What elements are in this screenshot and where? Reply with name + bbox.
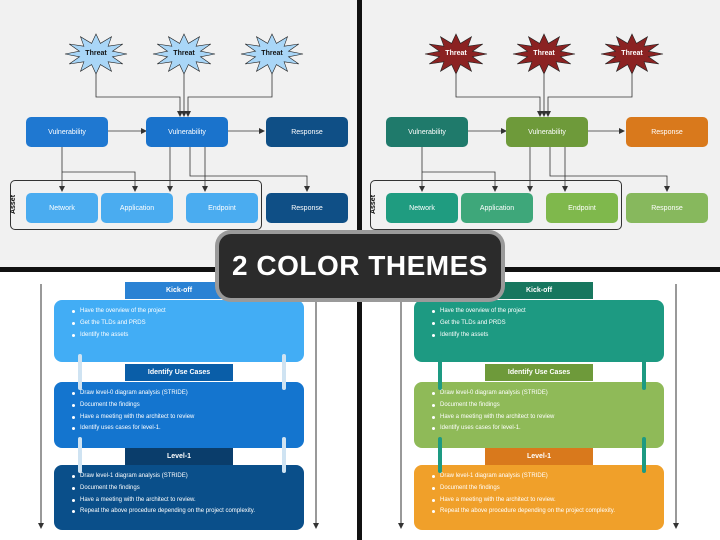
stage-item: Document the findings <box>72 402 296 410</box>
stage-item: Identify uses cases for level-1. <box>72 425 296 433</box>
threat-label: Threat <box>621 50 643 57</box>
process-blue-canvas <box>38 284 319 529</box>
stage-title-tab: Level-1 <box>125 448 233 465</box>
asset-node-2: Application <box>461 193 533 223</box>
connector-pin <box>438 437 442 473</box>
response-outside-node: Response <box>626 193 708 223</box>
connector-pin <box>78 354 82 390</box>
threat-label: Threat <box>445 50 467 57</box>
process-green-canvas <box>398 284 679 529</box>
threat-label: Threat <box>173 50 195 57</box>
connector-pin <box>282 437 286 473</box>
asset-node-1: Network <box>26 193 98 223</box>
stage-item: Have the overview of the project <box>72 308 296 316</box>
connector-pin <box>282 354 286 390</box>
stage-item: Identify the assets <box>72 332 296 340</box>
stage-title-tab: Identify Use Cases <box>485 364 593 381</box>
stage-card-3: Draw level-1 diagram analysis (STRIDE) Do… <box>54 465 304 530</box>
stage-item: Document the findings <box>72 485 296 493</box>
asset-label: Asset <box>10 194 18 215</box>
stage-title-tab: Level-1 <box>485 448 593 465</box>
threat-label: Threat <box>261 50 283 57</box>
threat-diagram-blue-canvas <box>59 33 310 192</box>
threat-label: Threat <box>85 50 107 57</box>
stage-item: Have a meeting with the architect to rev… <box>432 497 656 505</box>
response-node: Response <box>266 117 348 147</box>
stage-list: Draw level-0 diagram analysis (STRIDE) Do… <box>432 390 656 433</box>
asset-node-1: Network <box>386 193 458 223</box>
stage-title-tab: Identify Use Cases <box>125 364 233 381</box>
stage-item: Identify uses cases for level-1. <box>432 425 656 433</box>
stage-card-2: Draw level-0 diagram analysis (STRIDE) Do… <box>414 382 664 448</box>
stage-list: Draw level-1 diagram analysis (STRIDE) Do… <box>72 473 296 516</box>
stage-item: Identify the assets <box>432 332 656 340</box>
stage-card-3: Draw level-1 diagram analysis (STRIDE) Do… <box>414 465 664 530</box>
asset-node-3: Endpoint <box>186 193 258 223</box>
stage-item: Get the TLDs and PRDS <box>72 320 296 328</box>
stage-item: Document the findings <box>432 485 656 493</box>
color-themes-banner: 2 COLOR THEMES <box>219 234 501 298</box>
threat-diagram-green-canvas <box>419 33 670 192</box>
vulnerability-node: Vulnerability <box>26 117 108 147</box>
stage-item: Draw level-1 diagram analysis (STRIDE) <box>432 473 656 481</box>
vulnerability-node: Vulnerability <box>386 117 468 147</box>
banner-title: 2 COLOR THEMES <box>232 250 488 281</box>
stage-item: Have a meeting with the architect to rev… <box>72 414 296 422</box>
asset-node-2: Application <box>101 193 173 223</box>
stage-title-tab: Kick-off <box>485 282 593 299</box>
stage-item: Get the TLDs and PRDS <box>432 320 656 328</box>
asset-group-box <box>10 180 262 230</box>
stage-item: Repeat the above procedure depending on … <box>432 508 656 516</box>
connector-pin <box>642 437 646 473</box>
stage-item: Draw level-1 diagram analysis (STRIDE) <box>72 473 296 481</box>
stage-item: Have a meeting with the architect to rev… <box>432 414 656 422</box>
asset-group-box <box>370 180 622 230</box>
stage-list: Draw level-0 diagram analysis (STRIDE) Do… <box>72 390 296 433</box>
stage-item: Draw level-0 diagram analysis (STRIDE) <box>432 390 656 398</box>
response-outside-node: Response <box>266 193 348 223</box>
stage-list: Draw level-1 diagram analysis (STRIDE) Do… <box>432 473 656 516</box>
threat-label: Threat <box>533 50 555 57</box>
connector-pin <box>78 437 82 473</box>
stage-item: Repeat the above procedure depending on … <box>72 508 296 516</box>
stage-item: Draw level-0 diagram analysis (STRIDE) <box>72 390 296 398</box>
asset-label: Asset <box>370 194 378 215</box>
stage-item: Have a meeting with the architect to rev… <box>72 497 296 505</box>
stage-item: Document the findings <box>432 402 656 410</box>
vulnerability-center-node: Vulnerability <box>506 117 588 147</box>
connector-pin <box>642 354 646 390</box>
connector-pin <box>438 354 442 390</box>
asset-node-3: Endpoint <box>546 193 618 223</box>
response-node: Response <box>626 117 708 147</box>
stage-title-tab: Kick-off <box>125 282 233 299</box>
vulnerability-center-node: Vulnerability <box>146 117 228 147</box>
stage-item: Have the overview of the project <box>432 308 656 316</box>
stage-card-2: Draw level-0 diagram analysis (STRIDE) Do… <box>54 382 304 448</box>
